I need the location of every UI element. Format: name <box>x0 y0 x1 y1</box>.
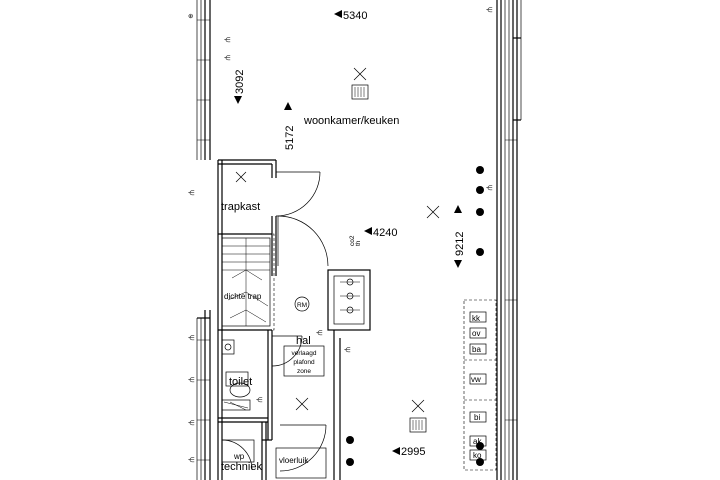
svg-text:plafond: plafond <box>293 359 315 366</box>
svg-text:⋲: ⋲ <box>188 420 195 427</box>
svg-text:RM: RM <box>297 302 307 309</box>
smoke-detector-icon: RM <box>294 296 310 312</box>
ceiling-zone-note: verlaagd plafond zone <box>283 345 325 377</box>
svg-text:3092: 3092 <box>234 70 246 94</box>
svg-text:⋲: ⋲ <box>188 190 195 197</box>
sink-unit <box>340 278 360 314</box>
svg-text:9212: 9212 <box>454 232 466 256</box>
dimension-top: 5340 <box>334 10 367 22</box>
svg-text:2995: 2995 <box>401 446 425 458</box>
svg-text:4240: 4240 <box>373 227 397 239</box>
svg-text:vw: vw <box>471 375 481 384</box>
room-label-tech: techniek <box>221 461 262 473</box>
room-label-living: woonkamer/keuken <box>303 115 399 127</box>
svg-text:kk: kk <box>472 314 481 323</box>
dimension-right: 9212 <box>454 205 466 268</box>
toilet-fixtures <box>221 339 251 411</box>
svg-text:ak: ak <box>473 437 482 446</box>
svg-text:5340: 5340 <box>343 10 367 22</box>
heat-pump-unit: wp <box>221 439 255 463</box>
dimension-left: 3092 <box>234 70 246 104</box>
svg-text:⋲: ⋲ <box>316 330 323 337</box>
switch-icons: ⊕ ⋲ ⋲ ⋲ ⋲ ⋲ ⋲ ⋲ ⋲ ⋲ ⋲ ⋲ ⋲ <box>188 7 493 464</box>
doors <box>221 171 329 472</box>
room-label-hall: hal <box>296 335 311 347</box>
svg-text:zone: zone <box>297 368 311 375</box>
dimension-center: 5172 <box>284 102 296 150</box>
svg-text:verlaagd: verlaagd <box>292 350 317 357</box>
svg-text:⋲: ⋲ <box>188 457 195 464</box>
floor-hatch: vloerluik <box>275 447 327 479</box>
co2-sensor-label: co2 <box>349 235 356 246</box>
room-label-stairs: dichte trap <box>224 292 262 301</box>
svg-text:5172: 5172 <box>284 126 296 150</box>
room-label-toilet: toilet <box>229 376 252 388</box>
svg-text:wp: wp <box>233 452 245 461</box>
stairs <box>217 233 275 331</box>
svg-text:ov: ov <box>472 329 480 338</box>
dimension-bottom: 2995 <box>392 446 425 458</box>
thermostat-label: th <box>355 240 362 246</box>
svg-text:⋲: ⋲ <box>344 347 351 354</box>
walls <box>196 0 522 480</box>
room-label-stair-closet: trapkast <box>221 201 260 213</box>
svg-text:ko: ko <box>473 451 482 460</box>
dimension-mid: 4240 <box>364 227 397 239</box>
svg-text:⋲: ⋲ <box>486 185 493 192</box>
radiator-icon-2 <box>409 399 427 433</box>
svg-text:bi: bi <box>474 413 480 422</box>
svg-text:⋲: ⋲ <box>188 377 195 384</box>
svg-text:⋲: ⋲ <box>256 397 263 404</box>
svg-text:⋲: ⋲ <box>224 37 231 44</box>
svg-text:⊕: ⊕ <box>188 13 194 20</box>
radiator-icon-1 <box>351 67 369 100</box>
kitchen-appliance-labels: kk ov ba vw bi ak ko <box>471 314 482 460</box>
kitchen-block <box>463 299 497 471</box>
svg-text:vloerluik: vloerluik <box>279 456 309 465</box>
svg-text:⋲: ⋲ <box>188 335 195 342</box>
socket-icons <box>346 166 484 466</box>
svg-text:ba: ba <box>472 345 481 354</box>
svg-text:⋲: ⋲ <box>486 7 493 14</box>
ceiling-light-icons <box>235 171 440 411</box>
window-ticks <box>197 19 517 461</box>
svg-text:⋲: ⋲ <box>224 55 231 62</box>
